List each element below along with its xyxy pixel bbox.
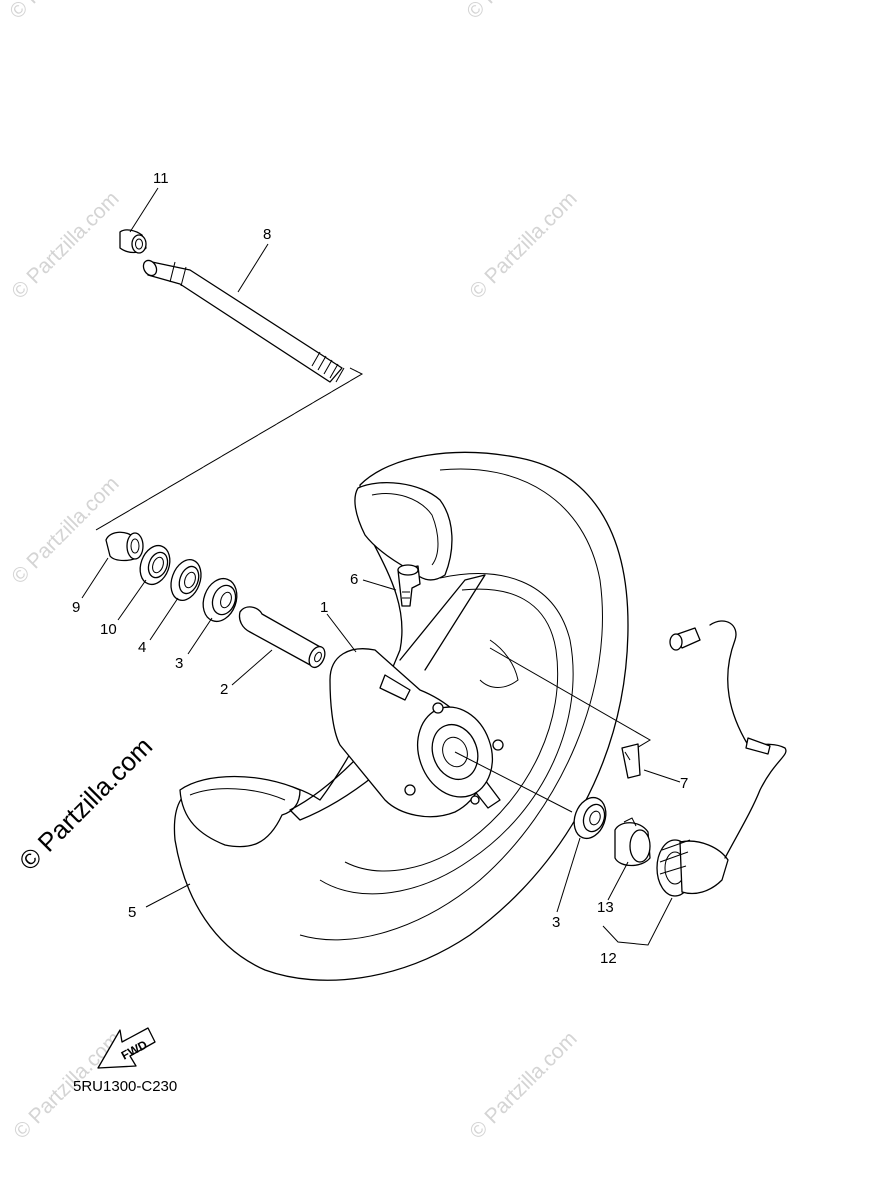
- callout-4: 4: [138, 639, 146, 656]
- watermark-text: © Partzilla.com: [5, 0, 121, 24]
- callout-9: 9: [72, 599, 80, 616]
- bearing-right: [573, 796, 607, 840]
- callout-12: 12: [600, 950, 617, 967]
- watermark-large-text: © Partzilla.com: [13, 731, 158, 876]
- axle-nut: [119, 229, 147, 254]
- alignment-line: [454, 751, 573, 813]
- callout-3-left: 3: [175, 655, 183, 672]
- leader-lines: [81, 187, 681, 946]
- callout-13: 13: [597, 899, 614, 916]
- watermark-text: © Partzilla.com: [462, 0, 578, 24]
- watermark-text: © Partzilla.com: [465, 187, 581, 303]
- oil-seal: [139, 544, 171, 586]
- balance-weight: [621, 743, 641, 779]
- watermark-text: © Partzilla.com: [7, 187, 123, 303]
- watermark-text: © Partzilla.com: [7, 472, 123, 588]
- tire-valve: [397, 564, 421, 607]
- meter-gear: [614, 817, 651, 867]
- bearing-left: [202, 577, 238, 623]
- watermark-text: © Partzilla.com: [465, 1027, 581, 1143]
- alignment-line: [95, 367, 364, 531]
- callout-11: 11: [153, 170, 169, 187]
- spacer: [105, 531, 144, 562]
- callout-5: 5: [128, 904, 136, 921]
- circlip: [170, 559, 202, 601]
- callout-1: 1: [320, 599, 328, 616]
- collar-spacer: [238, 606, 326, 669]
- callout-10: 10: [100, 621, 117, 638]
- callout-2: 2: [220, 681, 228, 698]
- callout-3-right: 3: [552, 914, 560, 931]
- tire-and-rim: [173, 451, 629, 981]
- callout-8: 8: [263, 226, 271, 243]
- callout-7: 7: [680, 775, 688, 792]
- callout-6: 6: [350, 571, 358, 588]
- diagram-reference-code: 5RU1300-C230: [73, 1078, 177, 1095]
- part-callouts: 11 8 1 6 9 10 4 3 2 7 5 3 13 12: [72, 170, 688, 967]
- axle-shaft: [142, 259, 345, 383]
- gear-unit-assembly: [656, 620, 787, 897]
